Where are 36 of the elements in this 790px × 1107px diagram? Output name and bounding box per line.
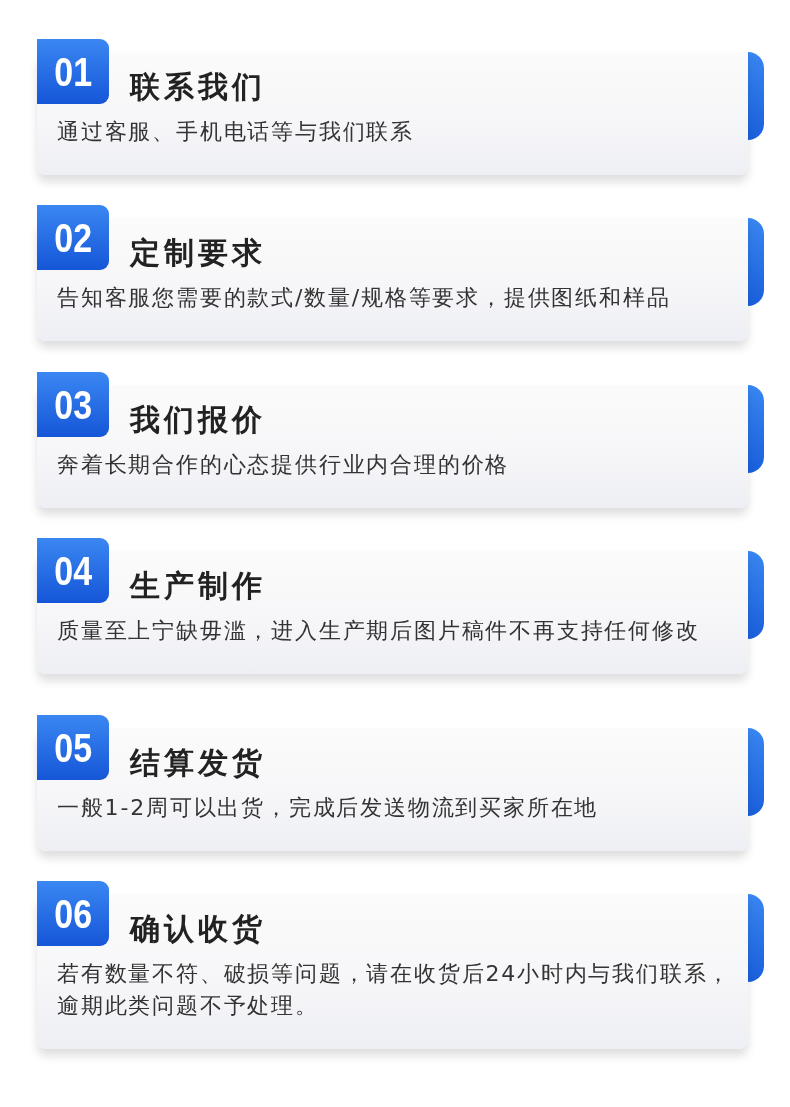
- step-card: [37, 551, 748, 674]
- number-badge: [37, 372, 109, 437]
- step-number: 06: [54, 893, 92, 934]
- step-number: 02: [54, 217, 92, 258]
- number-badge: [37, 39, 109, 104]
- step-number: 01: [54, 51, 92, 92]
- step-title: 联系我们: [130, 68, 266, 106]
- step-description: 一般1-2周可以出货，完成后发送物流到买家所在地: [57, 794, 600, 822]
- step-number: 04: [54, 550, 92, 591]
- step-title: 确认收货: [130, 910, 266, 948]
- side-tab: [748, 894, 764, 982]
- side-tab: [748, 728, 764, 816]
- side-tab: [748, 52, 764, 140]
- step-description: 奔着长期合作的心态提供行业内合理的价格: [57, 451, 511, 479]
- step-description: 质量至上宁缺毋滥，进入生产期后图片稿件不再支持任何修改: [57, 617, 701, 645]
- step-card: [37, 385, 748, 508]
- step-description: 通过客服、手机电话等与我们联系: [57, 118, 415, 146]
- step-title: 定制要求: [130, 234, 266, 272]
- step-title: 生产制作: [130, 567, 266, 605]
- step-number: 03: [54, 384, 92, 425]
- number-badge: [37, 205, 109, 270]
- side-tab: [748, 385, 764, 473]
- side-tab: [748, 218, 764, 306]
- step-card: [37, 52, 748, 175]
- step-title: 结算发货: [130, 744, 266, 782]
- number-badge: [37, 881, 109, 946]
- step-card: [37, 894, 748, 1049]
- side-tab: [748, 551, 764, 639]
- number-badge: [37, 538, 109, 603]
- step-card: [37, 728, 748, 851]
- number-badge: [37, 715, 109, 780]
- step-title: 我们报价: [130, 401, 266, 439]
- step-card: [37, 218, 748, 341]
- step-number: 05: [54, 727, 92, 768]
- step-description: 告知客服您需要的款式/数量/规格等要求，提供图纸和样品: [57, 284, 672, 312]
- step-description: 若有数量不符、破损等问题，请在收货后24小时内与我们联系，逾期此类问题不予处理。: [57, 960, 733, 1020]
